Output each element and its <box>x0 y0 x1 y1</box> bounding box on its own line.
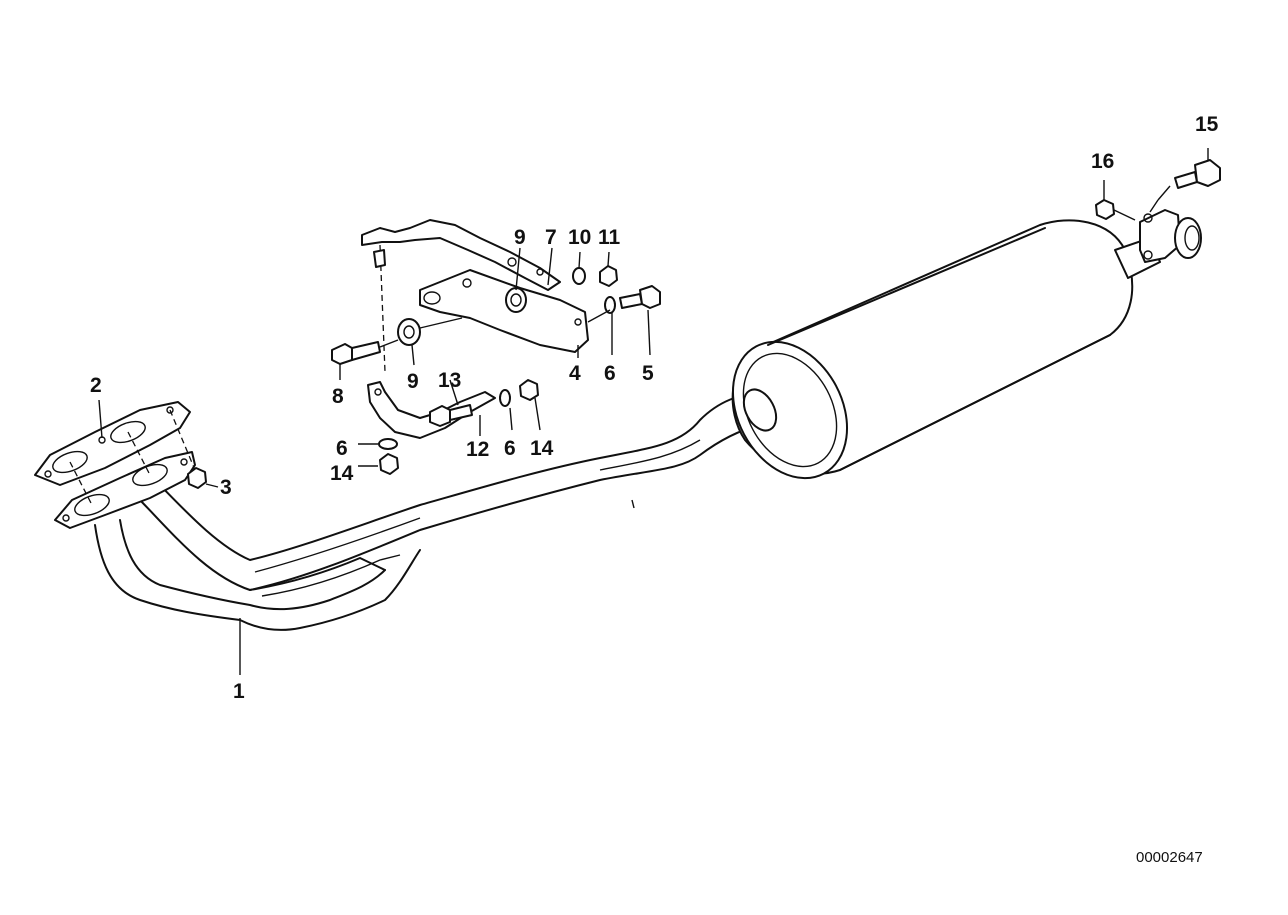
callout-14-nut-left: 14 <box>330 462 354 485</box>
rear-muffler <box>731 148 1221 480</box>
callout-10: 10 <box>568 226 591 249</box>
callout-14-nut-right: 14 <box>530 437 554 460</box>
callout-6-washer-upper: 6 <box>604 362 616 385</box>
callout-1: 1 <box>233 680 245 703</box>
callout-3: 3 <box>220 476 232 499</box>
hanger-brackets <box>331 219 661 475</box>
callout-12: 12 <box>466 438 489 461</box>
diagram-reference-number: 00002647 <box>1136 849 1203 866</box>
callout-5: 5 <box>642 362 654 385</box>
callout-15: 15 <box>1195 113 1219 136</box>
callout-2: 2 <box>90 374 102 397</box>
flange-gasket <box>34 399 219 529</box>
callout-9-upper: 9 <box>514 226 526 249</box>
callout-6-washer-left: 6 <box>336 437 348 460</box>
callout-11: 11 <box>598 226 621 249</box>
callout-9-lower: 9 <box>407 370 419 393</box>
callout-6-washer-right: 6 <box>504 437 516 460</box>
front-pipe <box>94 391 761 675</box>
callout-16: 16 <box>1091 150 1114 173</box>
leader-lines <box>339 247 651 380</box>
callout-4: 4 <box>569 362 581 385</box>
callout-labels: 1 2 3 4 5 6 6 6 7 8 9 9 10 11 12 13 14 1… <box>90 113 1219 703</box>
callout-8: 8 <box>332 385 344 408</box>
callout-13: 13 <box>438 369 461 392</box>
callout-7: 7 <box>545 226 557 249</box>
